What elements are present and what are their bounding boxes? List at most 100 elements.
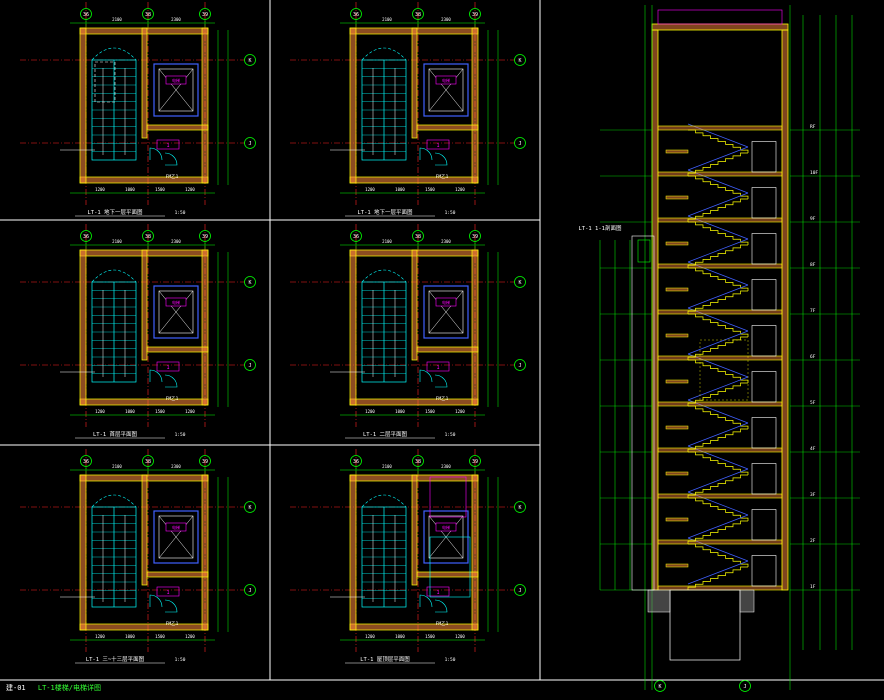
handrail (687, 307, 749, 332)
elevator-cross (158, 68, 194, 112)
section-title: LT-1 1-1剖面图 (579, 224, 622, 232)
stair-direction-arrow (102, 515, 126, 602)
grid-bubble-36-label: 36 (83, 459, 89, 465)
dimension-text: 1200 (455, 634, 465, 639)
grid-bubble-38 (412, 455, 424, 467)
roof-parapet (657, 9, 783, 25)
section-door (751, 187, 777, 219)
note-tag-text: 1 (436, 590, 439, 596)
wall-core (141, 474, 148, 586)
floor-slab (657, 493, 783, 499)
grid-bubble-38 (142, 230, 154, 242)
footing (647, 589, 671, 613)
stair-flight-down (688, 405, 749, 429)
landing-arc (91, 269, 137, 283)
grid-bubble-K-label: K (518, 280, 521, 286)
elevator-label: 电梯 (442, 524, 450, 530)
dimension-text: 2100 (112, 17, 122, 22)
note-tag-text: 1 (166, 590, 169, 596)
grid-bubble-36-label: 36 (83, 12, 89, 18)
note-tag-text: 1 (166, 365, 169, 371)
drawing-number: 建-01 (6, 684, 26, 692)
fire-door-label: FM乙1 (166, 173, 179, 180)
elevator-shaft (423, 285, 469, 339)
door-swing (434, 599, 448, 613)
wall-core (411, 249, 418, 361)
dimension-text: 2300 (441, 239, 451, 244)
wall-right (201, 27, 209, 184)
grid-bubble-38 (412, 8, 424, 20)
elevator-shaft (153, 63, 199, 117)
elevator-label: 电梯 (442, 299, 450, 305)
stair-direction-arrow (102, 68, 126, 155)
stair-flight-up (687, 428, 748, 452)
section-bubble-K (654, 680, 666, 692)
grid-bubble-39-label: 39 (202, 12, 208, 18)
grid-bubble-36 (350, 230, 362, 242)
wall-core (411, 27, 418, 139)
door-swing (149, 594, 163, 608)
dimension-text: 2300 (441, 464, 451, 469)
stair-flight-down (688, 313, 749, 337)
stair-flight-up (687, 198, 748, 222)
stair-flight-down (688, 497, 749, 521)
grid-bubble-39 (199, 455, 211, 467)
elevator-car (428, 68, 464, 112)
stair-flight-down (688, 129, 749, 153)
floor-slab (657, 125, 783, 131)
grid-bubble-36 (80, 8, 92, 20)
grid-bubble-38-label: 38 (145, 12, 151, 18)
elevator-shaft (153, 510, 199, 564)
grid-bubble-J-label: J (248, 588, 251, 594)
dimension-text: 1500 (155, 187, 165, 192)
handrail (687, 399, 749, 424)
handrail (687, 353, 749, 378)
note-tag (156, 139, 180, 150)
wall-core (141, 27, 148, 139)
dimension-text: 1000 (395, 187, 405, 192)
handrail (687, 192, 749, 217)
landing-arc (361, 269, 407, 283)
grid-bubble-J (514, 137, 526, 149)
landing-arc (361, 494, 407, 508)
wall-shaft-bottom (416, 571, 479, 578)
stair-landing (665, 333, 689, 338)
stair-landing (665, 563, 689, 568)
wall-right (201, 474, 209, 631)
stair-flight-down (688, 221, 749, 245)
grid-bubble-36-label: 36 (83, 234, 89, 240)
wall-bottom (349, 398, 479, 406)
wall-right (471, 249, 479, 406)
floor-slab (657, 309, 783, 315)
vent-grille (637, 239, 651, 263)
handrail (687, 123, 749, 148)
grid-bubble-36-label: 36 (353, 234, 359, 240)
landing-arc (91, 47, 137, 61)
grid-bubble-J-label: J (248, 363, 251, 369)
note-tag-text: 1 (166, 143, 169, 149)
status-bar: 建-01 LT-1楼梯/电梯详图 (6, 683, 101, 693)
side-shaft (631, 235, 655, 591)
status-hint: LT-1楼梯/电梯详图 (37, 684, 101, 692)
grid-bubble-J-label: J (518, 141, 521, 147)
elevator-label: 电梯 (172, 299, 180, 305)
grid-bubble-36-label: 36 (353, 459, 359, 465)
note-tag (426, 361, 450, 372)
dimension-text: 1500 (425, 634, 435, 639)
floor-mark: RF (810, 124, 816, 130)
sheet-frame (0, 0, 884, 681)
grid-bubble-K-label: K (518, 58, 521, 64)
elevator-tag (165, 75, 187, 85)
wall-shaft-bottom (416, 346, 479, 353)
stair-landing (665, 425, 689, 430)
grid-bubble-36 (80, 230, 92, 242)
grid-bubble-39 (469, 230, 481, 242)
stair-flight-down (688, 543, 749, 567)
door-swing (419, 147, 433, 161)
wall-core (141, 249, 148, 361)
floor-mark: 1F (810, 584, 816, 590)
grid-bubble-38 (142, 8, 154, 20)
